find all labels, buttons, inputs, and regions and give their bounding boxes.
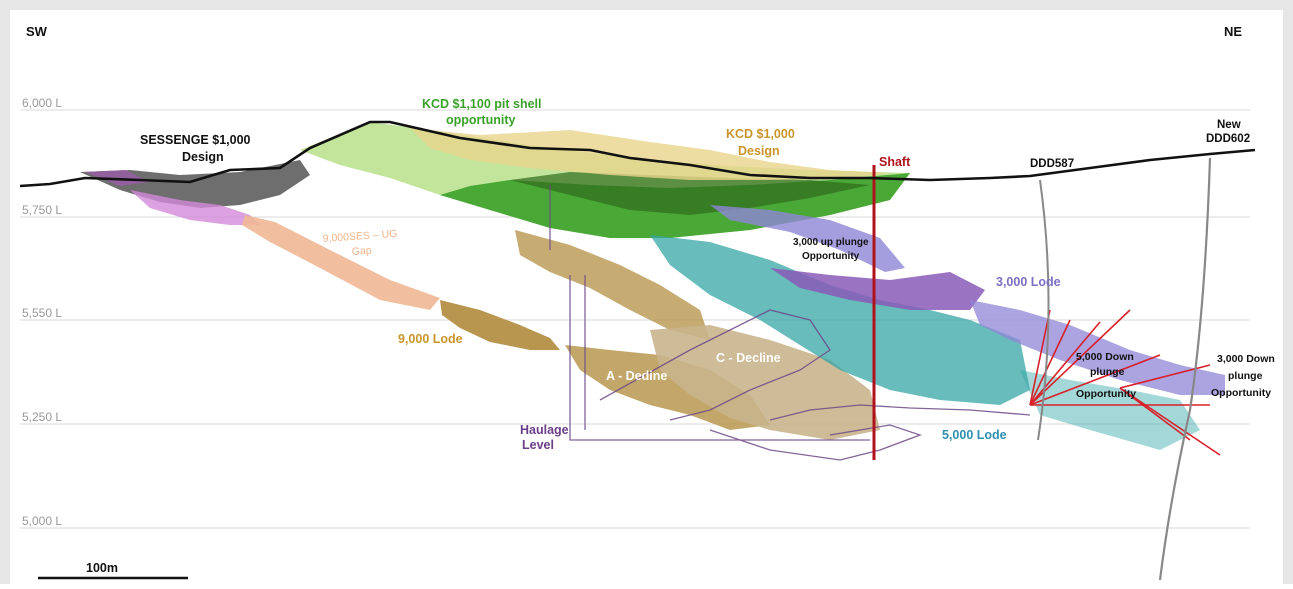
scale-bar: 100m: [38, 561, 188, 580]
gap-zone: [242, 215, 440, 310]
label-down5000-line2: plunge: [1090, 366, 1125, 378]
label-c-decline: C - Decline: [716, 351, 781, 365]
pit-shell-core: [510, 172, 870, 215]
label-haulage-line2: Level: [522, 438, 554, 452]
drill-hole-9: [1119, 387, 1191, 441]
label-kcd1000-line2: Design: [738, 144, 780, 158]
lode-upplunge-violet: [710, 205, 905, 272]
drill-hole-8: [1119, 387, 1221, 456]
label-gap-line1: 9,000SES – UG: [322, 228, 397, 245]
drill-hole-1: [1029, 309, 1051, 406]
label-down3000-line2: plunge: [1228, 370, 1263, 382]
label-kcd1100-line1: KCD $1,100 pit shell: [422, 97, 542, 111]
decline-lines: [549, 185, 1031, 461]
label-ddd602-line2: DDD602: [1206, 133, 1250, 145]
drill-hole-2: [1029, 319, 1071, 406]
label-shaft: Shaft: [879, 155, 911, 169]
level-label-6000: 6,000 L: [22, 96, 62, 110]
level-label-5550: 5,550 L: [22, 306, 62, 320]
level-label-5000: 5,000 L: [22, 514, 62, 528]
label-ddd587: DDD587: [1030, 158, 1074, 170]
label-down3000-line1: 3,000 Down: [1217, 353, 1275, 365]
lode-3000: [710, 205, 1225, 395]
kcd-1000-design-shell: [410, 128, 890, 180]
lode-teal-east: [1020, 370, 1200, 450]
surface-topography: [19, 120, 1256, 188]
label-down5000-line3: Opportunity: [1076, 388, 1136, 400]
label-down3000-line3: Opportunity: [1211, 387, 1271, 399]
sessenge-dark: [80, 160, 310, 208]
label-upplunge-line1: 3,000 up plunge: [793, 237, 869, 248]
lode-3000-downplunge: [970, 300, 1225, 395]
label-down5000-line1: 5,000 Down: [1076, 351, 1134, 363]
ddd602-trace: [1158, 157, 1212, 581]
label-lode-9000: 9,000 Lode: [398, 332, 463, 346]
level-label-5750: 5,750 L: [22, 203, 62, 217]
orientation-sw: SW: [26, 24, 48, 39]
lode-tan-blocks: [650, 325, 880, 440]
sessenge-pink: [130, 190, 260, 225]
label-sessenge-line2: Design: [182, 150, 224, 164]
a-decline-line: [599, 309, 831, 421]
lode-9000-upper: [440, 300, 560, 350]
sessenge-design-shell: [80, 160, 310, 225]
label-kcd1100-line2: opportunity: [446, 113, 515, 127]
haulage-level-line: [569, 275, 870, 441]
ddd587-trace: [1037, 179, 1050, 441]
drill-hole-3: [1029, 321, 1101, 406]
drill-hole-5: [1029, 354, 1161, 406]
label-a-decline: A - Dedine: [606, 369, 667, 383]
label-gap-line2: Gap: [351, 245, 372, 258]
label-sessenge-line1: SESSENGE $1,000: [140, 133, 251, 147]
c-decline-line: [769, 404, 1031, 421]
label-lode-5000: 5,000 Lode: [942, 428, 1007, 442]
lode-teal-main: [650, 235, 1030, 405]
long-section-diagram: 6,000 L 5,750 L 5,550 L 5,250 L 5,000 L …: [19, 24, 1275, 581]
lode-3000-purple: [770, 268, 985, 310]
label-lode-3000: 3,000 Lode: [996, 275, 1061, 289]
drill-fan: [1029, 309, 1221, 456]
label-haulage-line1: Haulage: [520, 423, 569, 437]
level-label-5250: 5,250 L: [22, 410, 62, 424]
label-ddd602-line1: New: [1217, 119, 1241, 131]
section-panel: 6,000 L 5,750 L 5,550 L 5,250 L 5,000 L …: [10, 10, 1283, 584]
orientation-ne: NE: [1224, 24, 1242, 39]
label-kcd1000-line1: KCD $1,000: [726, 127, 795, 141]
lode-teal: [650, 235, 1200, 450]
c-decline-loop: [709, 424, 922, 461]
lode-9000-block: [515, 230, 710, 340]
scale-bar-label: 100m: [86, 561, 118, 575]
drill-hole-4: [1029, 309, 1131, 406]
label-upplunge-line2: Opportunity: [802, 251, 860, 262]
